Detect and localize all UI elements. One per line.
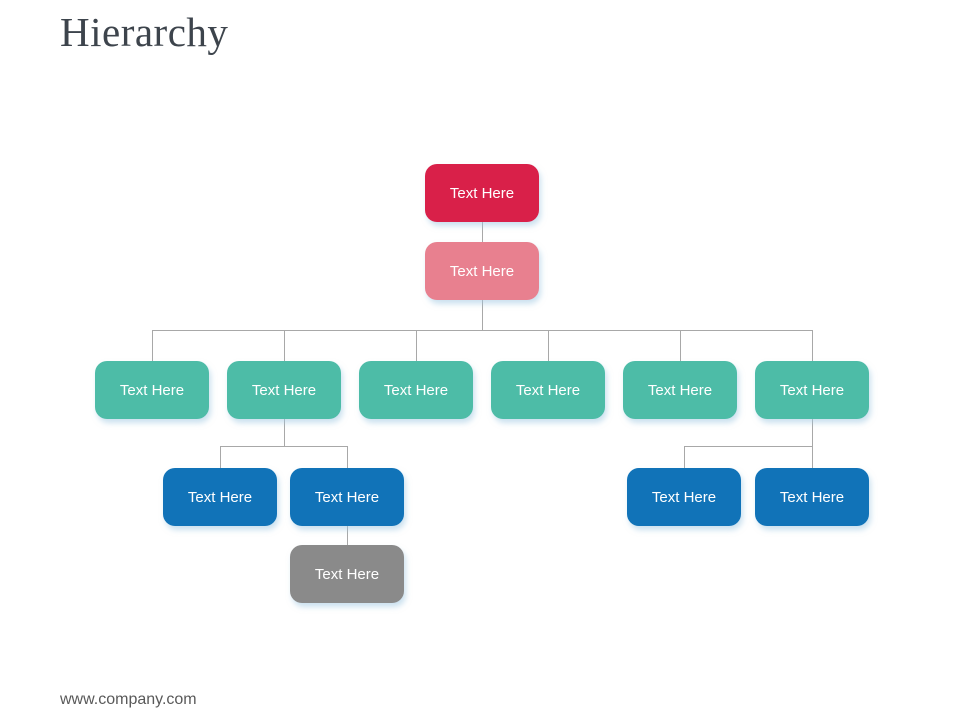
slide-title: Hierarchy: [60, 9, 229, 55]
connector-root-to-level2: [482, 222, 483, 242]
connector-level3-bus: [152, 330, 813, 331]
node-level3-5[interactable]: Text Here: [623, 361, 737, 419]
connector-drop-level4-3: [684, 446, 685, 468]
connector-level3-6-down: [812, 419, 813, 446]
node-level2[interactable]: Text Here: [425, 242, 539, 300]
node-root[interactable]: Text Here: [425, 164, 539, 222]
node-label: Text Here: [119, 381, 185, 399]
node-level4-2[interactable]: Text Here: [290, 468, 404, 526]
connector-level3-2-down: [284, 419, 285, 446]
node-label: Text Here: [449, 184, 515, 202]
node-label: Text Here: [779, 381, 845, 399]
node-label: Text Here: [651, 488, 717, 506]
footer-url: www.company.com: [60, 691, 197, 708]
node-label: Text Here: [449, 262, 515, 280]
connector-drop-level3-3: [416, 330, 417, 361]
node-label: Text Here: [779, 488, 845, 506]
connector-level4-right-bus: [684, 446, 813, 447]
connector-drop-level3-5: [680, 330, 681, 361]
node-level3-4[interactable]: Text Here: [491, 361, 605, 419]
node-level5-1[interactable]: Text Here: [290, 545, 404, 603]
connector-level4-2-to-level5: [347, 526, 348, 545]
connector-level4-left-bus: [220, 446, 348, 447]
node-label: Text Here: [515, 381, 581, 399]
node-label: Text Here: [187, 488, 253, 506]
node-label: Text Here: [314, 565, 380, 583]
node-level3-6[interactable]: Text Here: [755, 361, 869, 419]
node-level3-2[interactable]: Text Here: [227, 361, 341, 419]
node-level3-1[interactable]: Text Here: [95, 361, 209, 419]
node-label: Text Here: [314, 488, 380, 506]
node-label: Text Here: [251, 381, 317, 399]
node-level4-4[interactable]: Text Here: [755, 468, 869, 526]
node-label: Text Here: [647, 381, 713, 399]
connector-drop-level4-1: [220, 446, 221, 468]
node-level4-3[interactable]: Text Here: [627, 468, 741, 526]
node-level3-3[interactable]: Text Here: [359, 361, 473, 419]
connector-level2-to-bus: [482, 300, 483, 330]
connector-drop-level4-2: [347, 446, 348, 468]
node-label: Text Here: [383, 381, 449, 399]
connector-drop-level3-6: [812, 330, 813, 361]
connector-drop-level3-4: [548, 330, 549, 361]
connector-drop-level4-4: [812, 446, 813, 468]
connector-drop-level3-2: [284, 330, 285, 361]
connector-drop-level3-1: [152, 330, 153, 361]
node-level4-1[interactable]: Text Here: [163, 468, 277, 526]
